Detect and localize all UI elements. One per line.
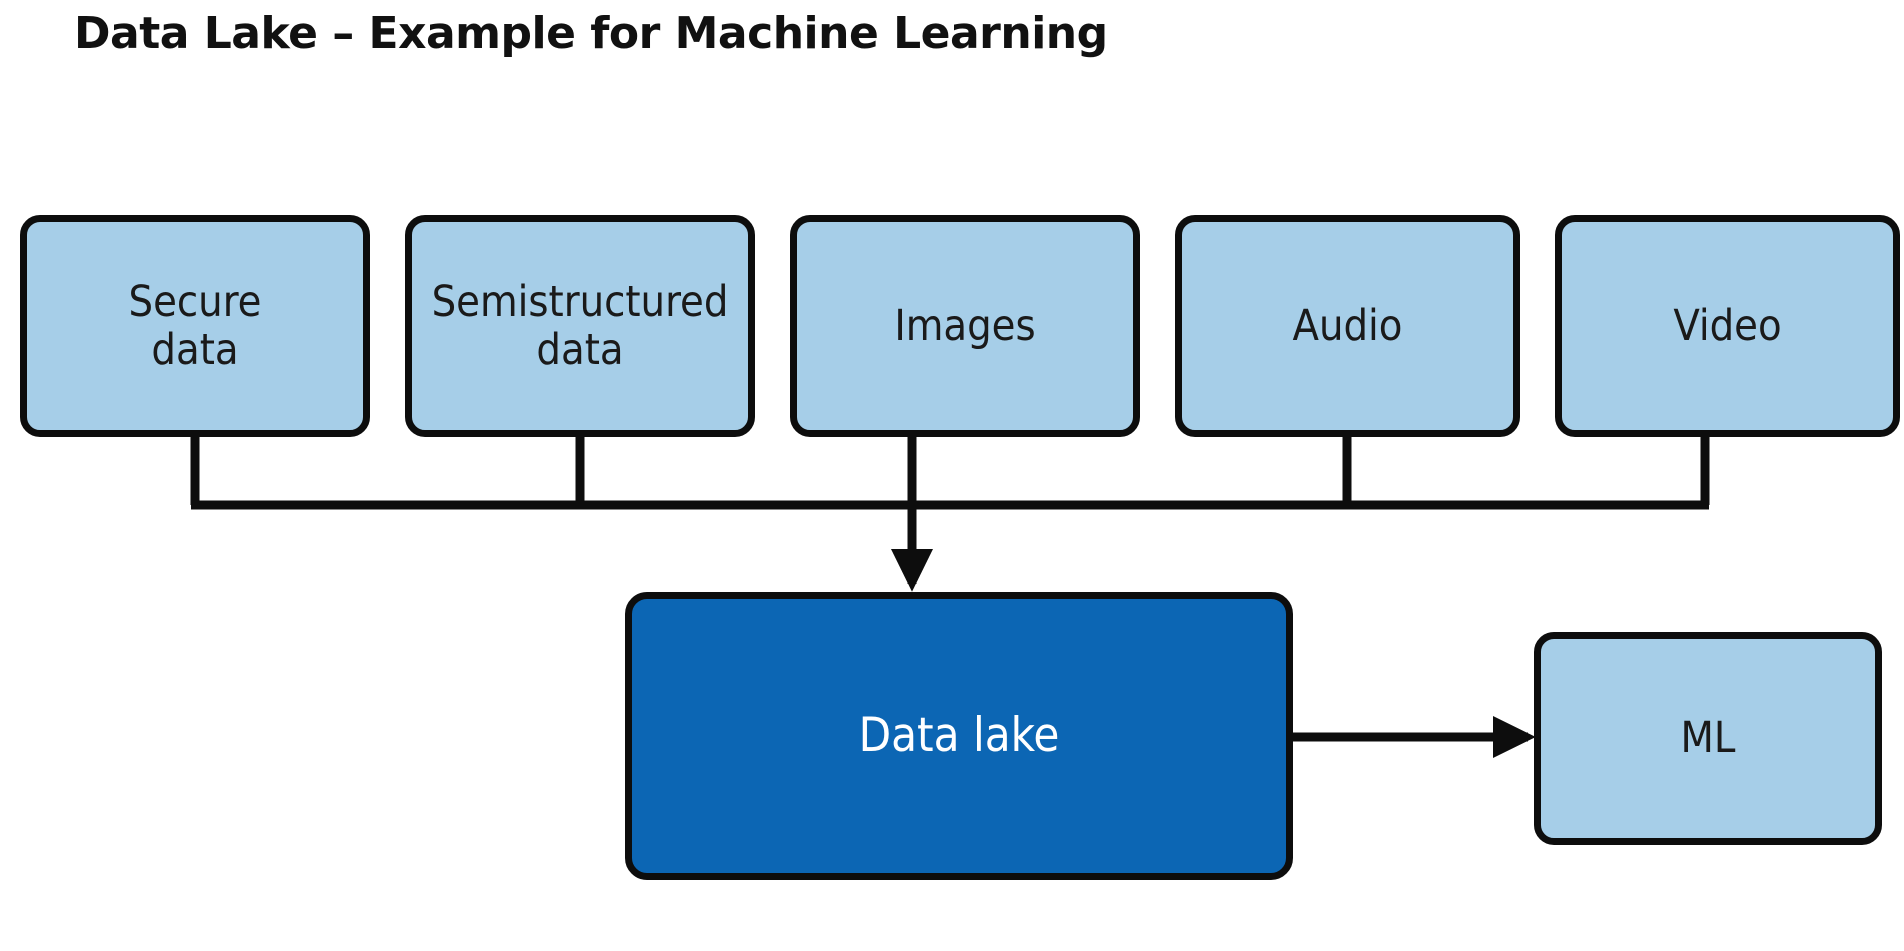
node-audio-label: Audio: [1292, 300, 1403, 351]
node-ml-label: ML: [1680, 713, 1736, 764]
node-ml[interactable]: ML: [1534, 632, 1882, 845]
node-data-lake-label: Data lake: [858, 707, 1060, 763]
node-images[interactable]: Images: [790, 215, 1140, 437]
page-title: Data Lake – Example for Machine Learning: [74, 8, 1108, 59]
node-video[interactable]: Video: [1555, 215, 1900, 437]
node-images-label: Images: [894, 300, 1036, 351]
node-video-label: Video: [1673, 300, 1782, 351]
node-audio[interactable]: Audio: [1175, 215, 1520, 437]
node-data-lake[interactable]: Data lake: [625, 592, 1293, 880]
